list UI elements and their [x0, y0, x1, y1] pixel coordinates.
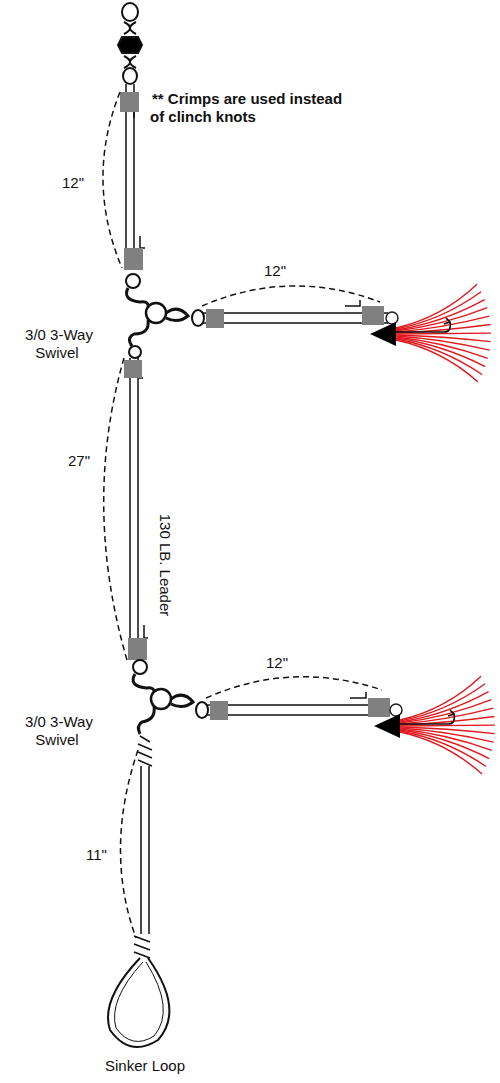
leader-label-box: 130 LB. Leader [156, 505, 174, 625]
crimp [124, 360, 142, 378]
part-name-box: Sinker Loop [95, 1057, 195, 1075]
dimension-label-box: 27" [66, 452, 96, 470]
dimension-label: 11" [84, 846, 109, 863]
dimension-label-box: 11" [84, 846, 114, 864]
dimension-label: 12" [262, 262, 288, 279]
note-text: ** Crimps are used instead of clinch kno… [150, 90, 342, 125]
crimp [128, 638, 147, 660]
leader-line [202, 300, 388, 323]
crimp [362, 306, 384, 325]
leader-line [130, 358, 148, 658]
crimp [368, 698, 390, 717]
dimension-label: 12" [60, 174, 86, 191]
crimp [206, 309, 224, 328]
dimension-label: 12" [264, 654, 290, 671]
part-name-box: 3/0 3-Way Swivel [2, 713, 114, 749]
dimension-arc [103, 92, 382, 938]
dimension-label-box: 12" [60, 174, 90, 192]
leader-label: 130 LB. Leader [157, 512, 174, 619]
note-text-box: ** Crimps are used instead of clinch kno… [150, 90, 350, 126]
part-name-box: 3/0 3-Way Swivel [2, 326, 114, 362]
crimp [210, 701, 228, 720]
dimension-label: 27" [66, 452, 92, 469]
crimp [120, 92, 139, 112]
barrel-swivel [118, 3, 142, 84]
three-way-swivel [126, 274, 204, 358]
part-name: 3/0 3-Way Swivel [23, 713, 93, 748]
leader-line [206, 692, 390, 715]
crimp [124, 248, 143, 270]
dimension-label-box: 12" [262, 262, 292, 280]
dimension-label-box: 12" [264, 654, 294, 672]
sinker-leg [108, 736, 169, 1047]
part-name: 3/0 3-Way Swivel [23, 326, 93, 361]
part-name: Sinker Loop [103, 1057, 187, 1074]
three-way-swivel [133, 660, 208, 734]
